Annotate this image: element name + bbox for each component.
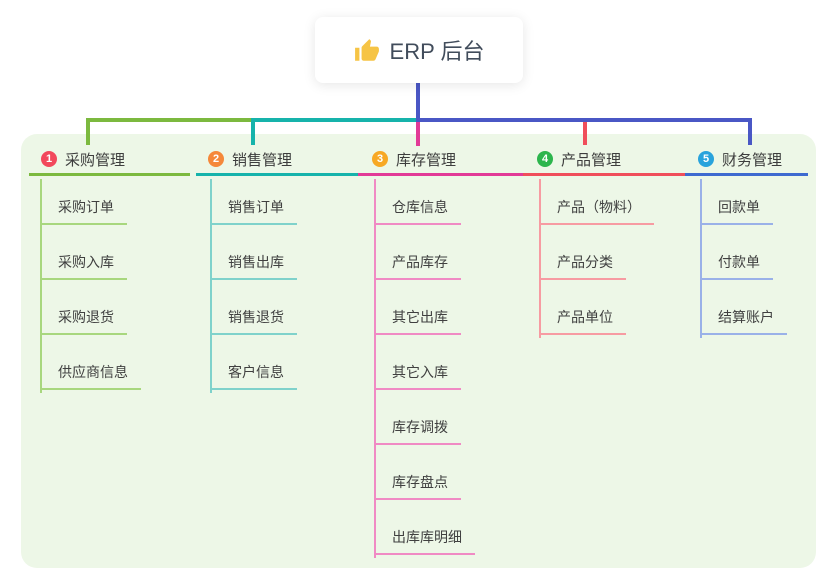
branch-number-badge: 1 <box>41 151 57 167</box>
branch-node[interactable]: 3 库存管理 <box>358 145 527 176</box>
branch-label: 产品管理 <box>561 151 622 169</box>
connector-horizontal-teal <box>251 118 420 122</box>
branch-node[interactable]: 4 产品管理 <box>523 145 692 176</box>
child-node[interactable]: 销售订单 <box>210 197 297 225</box>
child-node[interactable]: 其它入库 <box>374 362 461 390</box>
branch-sales: 2 销售管理 销售订单销售出库销售退货客户信息 <box>196 145 363 393</box>
child-node[interactable]: 产品分类 <box>539 252 626 280</box>
branch-node[interactable]: 1 采购管理 <box>29 145 190 176</box>
branch-children: 销售订单销售出库销售退货客户信息 <box>210 176 363 390</box>
connector-drop-red <box>583 122 587 145</box>
child-node[interactable]: 供应商信息 <box>40 362 141 390</box>
branch-number-badge: 5 <box>698 151 714 167</box>
child-node[interactable]: 采购入库 <box>40 252 127 280</box>
connector-drop-green <box>86 118 90 145</box>
connector-drop-blue <box>748 118 752 145</box>
child-node[interactable]: 仓库信息 <box>374 197 461 225</box>
branch-number-badge: 3 <box>372 151 388 167</box>
connector-drop-magenta <box>416 122 420 146</box>
branch-number-badge: 2 <box>208 151 224 167</box>
root-node[interactable]: ERP 后台 <box>315 17 523 83</box>
branch-number-badge: 4 <box>537 151 553 167</box>
connector-drop-teal <box>251 118 255 145</box>
branch-finance: 5 财务管理 回款单付款单结算账户 <box>685 145 808 338</box>
branch-label: 销售管理 <box>232 151 293 169</box>
branch-node[interactable]: 5 财务管理 <box>685 145 808 176</box>
branch-product: 4 产品管理 产品（物料） 产品分类产品单位 <box>523 145 692 338</box>
child-node[interactable]: 产品单位 <box>539 307 626 335</box>
child-node[interactable]: 库存盘点 <box>374 472 461 500</box>
child-node[interactable]: 客户信息 <box>210 362 297 390</box>
child-node[interactable]: 付款单 <box>700 252 773 280</box>
branch-children: 采购订单采购入库采购退货供应商信息 <box>40 176 190 390</box>
mindmap-panel <box>21 134 816 568</box>
branch-node[interactable]: 2 销售管理 <box>196 145 363 176</box>
child-node[interactable]: 回款单 <box>700 197 773 225</box>
child-node[interactable]: 其它出库 <box>374 307 461 335</box>
branch-trunk-line <box>374 179 376 558</box>
branch-trunk-line <box>539 179 541 338</box>
child-node[interactable]: 结算账户 <box>700 307 787 335</box>
thumbs-up-icon <box>354 39 379 61</box>
branch-purchase: 1 采购管理 采购订单采购入库采购退货供应商信息 <box>29 145 190 393</box>
child-node[interactable]: 采购退货 <box>40 307 127 335</box>
child-node[interactable]: 出库库明细 <box>374 527 475 555</box>
connector-horizontal-green <box>86 118 255 122</box>
root-node-label: ERP 后台 <box>389 39 485 64</box>
branch-trunk-line <box>40 179 42 393</box>
branch-trunk-line <box>210 179 212 393</box>
child-node[interactable]: 产品（物料） <box>539 197 654 225</box>
child-node[interactable]: 库存调拨 <box>374 417 461 445</box>
branch-children: 回款单付款单结算账户 <box>700 176 808 335</box>
connector-horizontal-blue <box>416 118 752 122</box>
branch-label: 财务管理 <box>722 151 783 169</box>
child-node[interactable]: 销售退货 <box>210 307 297 335</box>
branch-label: 库存管理 <box>396 151 457 169</box>
child-node[interactable]: 销售出库 <box>210 252 297 280</box>
child-node[interactable]: 采购订单 <box>40 197 127 225</box>
child-node[interactable]: 产品库存 <box>374 252 461 280</box>
branch-trunk-line <box>700 179 702 338</box>
branch-inventory: 3 库存管理 仓库信息产品库存其它出库其它入库库存调拨库存盘点出库库明细 <box>358 145 527 558</box>
root-connector-line <box>416 83 420 120</box>
branch-label: 采购管理 <box>65 151 126 169</box>
branch-children: 产品（物料） 产品分类产品单位 <box>539 176 692 335</box>
branch-children: 仓库信息产品库存其它出库其它入库库存调拨库存盘点出库库明细 <box>374 176 527 555</box>
